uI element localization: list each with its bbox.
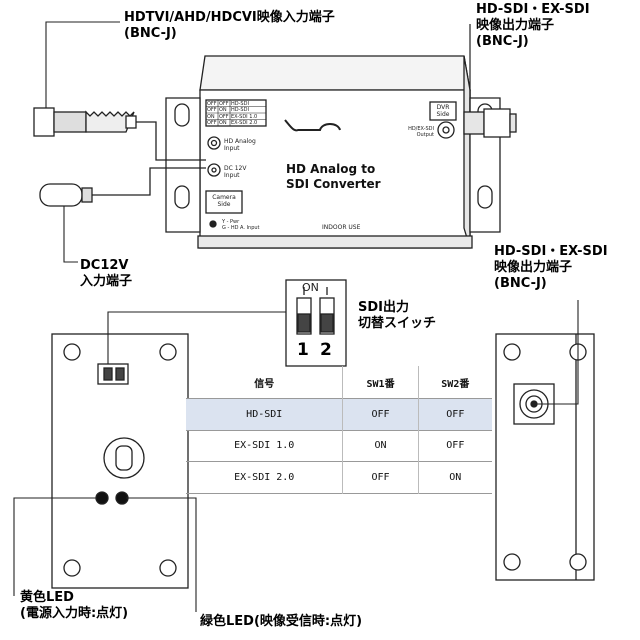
table-row: EX-SDI 1.0 ON OFF xyxy=(186,430,492,462)
sdi-switch-label: SDI出力 切替スイッチ xyxy=(358,300,436,332)
device-mini-table: OFF OFF HD-SDI OFF ON HD-SDI ON OFF EX-S… xyxy=(207,101,267,127)
output-terminal-top-label: HD-SDI・EX-SDI 映像出力端子 (BNC-J) xyxy=(476,2,590,50)
sdi-switch-line2: 切替スイッチ xyxy=(358,316,437,331)
led-legend-line1: Y - Pwr xyxy=(222,219,240,225)
sdi-output-text: HD/EX-SDI Output xyxy=(398,126,434,138)
hd-analog-line1: HD Analog xyxy=(224,138,256,145)
yellow-led-label: 黄色LED (電源入力時:点灯) xyxy=(20,590,128,622)
mini-cell: OFF xyxy=(207,100,217,107)
dc-input-line2: Input xyxy=(224,172,240,179)
switch-on-label: ON xyxy=(302,281,319,294)
mini-cell: OFF xyxy=(207,107,217,113)
mini-row: OFF OFF HD-SDI xyxy=(207,101,267,108)
cell-sw2: ON xyxy=(417,461,492,494)
mini-cell: EX-SDI 1.0 xyxy=(231,113,258,120)
hd-analog-input-text: HD Analog Input xyxy=(224,138,256,152)
dvr-side-line1: DVR xyxy=(436,104,450,111)
switch-number-1: 1 xyxy=(297,340,309,360)
cell-signal: EX-SDI 1.0 xyxy=(234,440,295,452)
cell-sw2: OFF xyxy=(417,430,492,462)
mini-cell: OFF xyxy=(219,113,229,120)
right-panel xyxy=(495,300,595,581)
camera-side-text: Camera Side xyxy=(208,194,240,208)
yellow-led-line2: (電源入力時:点灯) xyxy=(20,606,129,621)
indoor-use-text: INDOOR USE xyxy=(322,224,361,231)
dip-switch xyxy=(285,279,347,367)
hd-analog-line2: Input xyxy=(224,145,240,152)
dc-terminal-line2: 入力端子 xyxy=(80,274,133,289)
led-legend-line2: G - HD A. Input xyxy=(222,225,260,231)
mini-cell: OFF xyxy=(207,120,217,126)
sdi-output-line2: Output xyxy=(416,132,434,138)
table-row: HD-SDI OFF OFF xyxy=(186,398,492,431)
mini-row: OFF ON HD-SDI xyxy=(207,107,267,114)
camera-side-line2: Side xyxy=(217,201,231,208)
device-title-line2: SDI Converter xyxy=(286,177,381,191)
mini-cell: ON xyxy=(207,113,215,120)
output-terminal-right-label: HD-SDI・EX-SDI 映像出力端子 (BNC-J) xyxy=(494,244,608,292)
table-header-row: 信号 SW1番 SW2番 xyxy=(186,366,492,399)
dc-input-text: DC 12V Input xyxy=(224,165,246,179)
mini-row: ON OFF EX-SDI 1.0 xyxy=(207,114,267,121)
mini-cell: HD-SDI xyxy=(231,107,249,113)
header-sw1: SW1番 xyxy=(342,366,419,399)
converter-unit xyxy=(165,24,517,249)
output-top-line1: HD-SDI・EX-SDI xyxy=(476,2,590,17)
input-terminal-label: HDTVI/AHD/HDCVI映像入力端子 (BNC-J) xyxy=(124,10,335,42)
left-panel xyxy=(13,311,286,612)
switch-number-2: 2 xyxy=(320,340,332,360)
mini-cell: HD-SDI xyxy=(231,100,249,107)
sdi-output-line1: HD/EX-SDI xyxy=(408,126,434,132)
switch-setting-table: 信号 SW1番 SW2番 HD-SDI OFF OFF EX-SDI 1.0 O… xyxy=(186,366,492,494)
cell-sw2: OFF xyxy=(417,398,492,431)
output-top-line2: 映像出力端子 xyxy=(476,18,555,33)
device-title: HD Analog to SDI Converter xyxy=(286,162,381,192)
yellow-led-line1: 黄色LED xyxy=(20,590,74,605)
cell-sw1: OFF xyxy=(342,398,419,431)
dc-terminal-label: DC12V 入力端子 xyxy=(80,258,132,290)
input-cable xyxy=(33,21,206,263)
output-right-line3: (BNC-J) xyxy=(494,276,547,291)
cell-sw1: ON xyxy=(342,430,419,462)
sdi-switch-line1: SDI出力 xyxy=(358,300,409,315)
dvr-side-line2: Side xyxy=(436,111,450,118)
dc-input-line1: DC 12V xyxy=(224,165,247,172)
green-led-label: 緑色LED(映像受信時:点灯) xyxy=(200,614,362,630)
cell-signal: HD-SDI xyxy=(186,398,343,431)
mini-cell: EX-SDI 2.0 xyxy=(231,120,258,126)
green-led-line1: 緑色LED(映像受信時:点灯) xyxy=(200,614,363,629)
dvr-side-text: DVR Side xyxy=(432,104,454,118)
output-top-line3: (BNC-J) xyxy=(476,34,529,49)
camera-side-line1: Camera xyxy=(212,194,236,201)
device-title-line1: HD Analog to xyxy=(286,162,376,176)
cell-sw1: OFF xyxy=(342,461,419,494)
cell-signal: EX-SDI 2.0 xyxy=(234,472,295,484)
dc-terminal-line1: DC12V xyxy=(80,258,129,273)
header-sw2: SW2番 xyxy=(417,366,492,399)
input-terminal-line2: (BNC-J) xyxy=(124,26,177,41)
output-right-line1: HD-SDI・EX-SDI xyxy=(494,244,608,259)
input-terminal-line1: HDTVI/AHD/HDCVI映像入力端子 xyxy=(124,10,335,25)
mini-cell: ON xyxy=(219,120,227,126)
output-right-line2: 映像出力端子 xyxy=(494,260,573,275)
table-row: EX-SDI 2.0 OFF ON xyxy=(186,461,492,494)
mini-cell: ON xyxy=(219,107,227,113)
led-legend-text: Y - Pwr G - HD A. Input xyxy=(222,219,260,231)
header-signal: 信号 xyxy=(254,378,275,390)
mini-row: OFF ON EX-SDI 2.0 xyxy=(207,120,267,127)
mini-cell: OFF xyxy=(219,100,229,107)
